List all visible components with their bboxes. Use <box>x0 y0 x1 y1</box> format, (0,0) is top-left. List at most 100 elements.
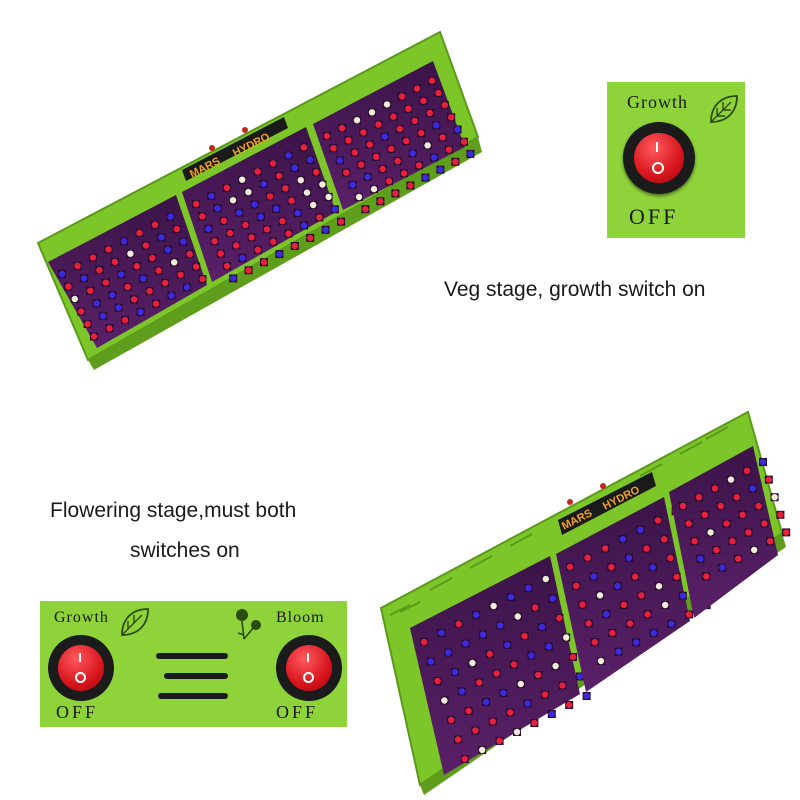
led-diode <box>733 494 740 501</box>
led-diode <box>242 221 249 229</box>
led-diode <box>366 141 373 148</box>
led-diode <box>448 114 455 121</box>
led-diode <box>294 209 301 217</box>
led-diode <box>223 184 230 191</box>
led-diode <box>93 300 100 307</box>
led-diode <box>270 238 277 245</box>
led-diode <box>428 77 436 84</box>
flowering-caption-line2: switches on <box>130 539 240 562</box>
led-diode <box>266 193 274 200</box>
led-diode <box>364 173 371 181</box>
led-diode <box>239 176 246 183</box>
led-diode <box>441 697 448 704</box>
leaf-icon <box>710 95 738 123</box>
dual-switch-panel: Growth Bloom OFF OFF <box>40 601 347 727</box>
led-diode <box>679 592 686 599</box>
led-diode <box>353 117 361 124</box>
growth-label: Growth <box>54 609 109 626</box>
led-diode <box>136 229 143 237</box>
led-diode <box>102 279 110 286</box>
led-diode <box>655 583 663 590</box>
led-diode <box>751 546 758 554</box>
led-diode <box>65 283 72 290</box>
led-diode <box>99 312 107 319</box>
led-diode <box>420 638 428 646</box>
led-diode <box>667 554 674 562</box>
led-diode <box>263 226 271 233</box>
led-diode <box>316 214 323 221</box>
led-diode <box>496 737 503 745</box>
led-diode <box>142 242 150 249</box>
led-diode <box>127 250 134 257</box>
led-diode <box>743 467 751 474</box>
led-diode <box>566 563 574 571</box>
led-diode <box>233 242 240 249</box>
flowering-caption-line1: Flowering stage,must both <box>50 499 297 522</box>
led-diode <box>96 266 103 274</box>
bloom-rocker-switch[interactable] <box>276 635 342 701</box>
led-diode <box>306 156 314 163</box>
led-diode <box>458 688 465 695</box>
led-diode <box>273 205 280 212</box>
led-diode <box>448 716 455 724</box>
led-diode <box>462 640 469 647</box>
led-diode <box>424 142 431 149</box>
led-diode <box>337 218 345 225</box>
led-diode <box>514 613 521 620</box>
growth-rocker-switch[interactable] <box>623 122 695 194</box>
led-diode <box>220 217 227 224</box>
growth-switch-panel: Growth OFF <box>607 82 745 238</box>
veg-caption: Veg stage, growth switch on <box>444 278 706 301</box>
off-label: OFF <box>629 204 679 229</box>
led-diode <box>360 129 367 136</box>
led-diode <box>276 250 283 258</box>
led-diode <box>626 620 634 627</box>
led-diode <box>336 157 343 164</box>
led-diode <box>552 662 559 670</box>
growth-rocker-switch[interactable] <box>48 635 114 701</box>
led-diode <box>476 679 483 686</box>
led-diode <box>226 229 234 237</box>
led-diode <box>489 718 496 725</box>
led-diode <box>106 325 113 332</box>
led-diode <box>199 275 206 283</box>
led-diode <box>584 554 591 561</box>
led-diode <box>723 520 730 527</box>
led-diode <box>319 181 326 188</box>
led-diode <box>583 692 590 700</box>
led-diode <box>771 494 778 501</box>
led-diode <box>609 629 616 637</box>
led-diode <box>633 639 640 646</box>
led-diode <box>109 291 116 299</box>
led-diode <box>493 670 500 677</box>
led-diode <box>325 193 332 201</box>
led-diode <box>454 736 462 743</box>
led-diode <box>532 604 539 611</box>
power-mark-icon <box>79 653 81 662</box>
led-diode <box>420 97 427 105</box>
led-diode <box>413 85 421 92</box>
led-diode <box>650 629 657 637</box>
led-diode <box>230 275 237 282</box>
led-diode <box>739 511 746 518</box>
led-diode <box>411 117 418 125</box>
led-diode <box>438 629 445 637</box>
led-diode <box>566 701 573 709</box>
led-diode <box>563 634 570 641</box>
led-diode <box>155 267 162 274</box>
led-diode <box>400 170 408 177</box>
led-diode <box>355 193 363 201</box>
led-diode <box>358 161 365 168</box>
led-diode <box>124 283 131 291</box>
led-diode <box>713 546 720 554</box>
led-diode <box>205 225 212 232</box>
led-diode <box>388 145 395 153</box>
led-diode <box>545 643 552 650</box>
led-diode <box>662 601 669 609</box>
led-diode <box>541 691 549 698</box>
led-diode <box>765 476 772 483</box>
led-diode <box>434 677 441 685</box>
led-diode <box>521 632 528 640</box>
led-diode <box>199 213 206 220</box>
